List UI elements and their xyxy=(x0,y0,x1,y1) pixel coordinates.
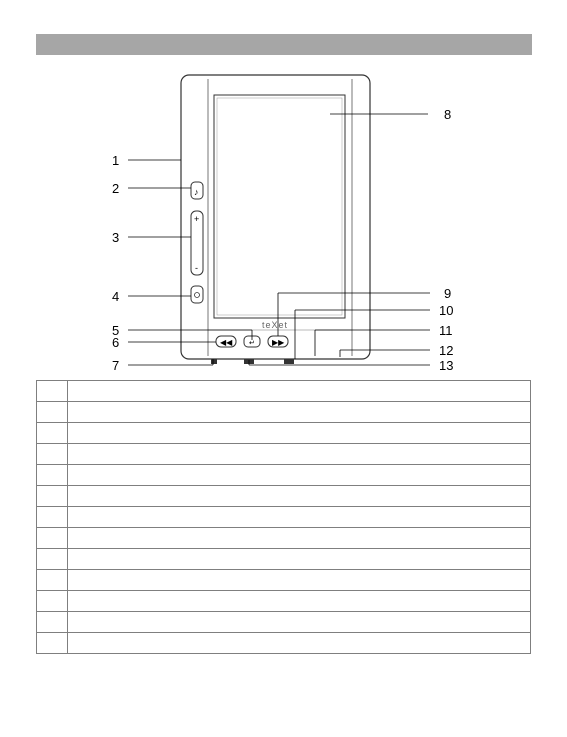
row-description-cell xyxy=(67,380,531,402)
table-row xyxy=(36,611,531,633)
table-row xyxy=(36,485,531,507)
row-description-cell xyxy=(67,443,531,465)
row-description-cell xyxy=(67,527,531,549)
port-7 xyxy=(211,359,217,364)
prev-glyph: ◀◀ xyxy=(220,338,233,347)
row-description-cell xyxy=(67,569,531,591)
callout-1: 1 xyxy=(112,153,119,168)
row-description-cell xyxy=(67,401,531,423)
row-number-cell xyxy=(36,401,68,423)
row-number-cell xyxy=(36,611,68,633)
music-button-glyph: ♪ xyxy=(194,187,199,197)
device-diagram: teXet ♪ + - ◀◀ ↵ ▶▶ 1 2 3 4 5 6 7 8 9 10… xyxy=(112,74,453,373)
callout-3: 3 xyxy=(112,230,119,245)
table-row xyxy=(36,380,531,402)
row-number-cell xyxy=(36,569,68,591)
row-number-cell xyxy=(36,464,68,486)
callout-12: 12 xyxy=(439,343,453,358)
row-description-cell xyxy=(67,632,531,654)
callout-2: 2 xyxy=(112,181,119,196)
table-row xyxy=(36,422,531,444)
table-row xyxy=(36,401,531,423)
row-number-cell xyxy=(36,443,68,465)
table-row xyxy=(36,506,531,528)
callout-9: 9 xyxy=(444,286,451,301)
table-row xyxy=(36,443,531,465)
volume-plus-glyph: + xyxy=(194,214,199,224)
row-description-cell xyxy=(67,611,531,633)
row-description-cell xyxy=(67,590,531,612)
callout-4: 4 xyxy=(112,289,119,304)
table-row xyxy=(36,527,531,549)
callout-10: 10 xyxy=(439,303,453,318)
parts-table xyxy=(36,380,531,654)
row-description-cell xyxy=(67,485,531,507)
row-description-cell xyxy=(67,422,531,444)
screen xyxy=(213,94,346,319)
next-glyph: ▶▶ xyxy=(272,338,285,347)
row-number-cell xyxy=(36,380,68,402)
row-description-cell xyxy=(67,548,531,570)
row-number-cell xyxy=(36,422,68,444)
callout-7: 7 xyxy=(112,358,119,373)
prev-button xyxy=(215,335,237,348)
row-description-cell xyxy=(67,506,531,528)
ok-glyph: ↵ xyxy=(249,340,255,347)
callout-8: 8 xyxy=(444,107,451,122)
music-button xyxy=(190,181,204,200)
row-number-cell xyxy=(36,548,68,570)
row-number-cell xyxy=(36,527,68,549)
volume-rocker xyxy=(190,210,204,276)
brand-logo: teXet xyxy=(262,320,288,330)
row-number-cell xyxy=(36,632,68,654)
table-row xyxy=(36,590,531,612)
callout-11: 11 xyxy=(439,323,453,338)
section-header-bar xyxy=(36,34,532,55)
power-glyph xyxy=(194,292,200,298)
power-button xyxy=(190,285,204,304)
volume-minus-glyph: - xyxy=(195,263,198,273)
row-number-cell xyxy=(36,506,68,528)
table-row xyxy=(36,548,531,570)
row-number-cell xyxy=(36,590,68,612)
table-row xyxy=(36,569,531,591)
table-row xyxy=(36,632,531,654)
row-description-cell xyxy=(67,464,531,486)
row-number-cell xyxy=(36,485,68,507)
callout-13: 13 xyxy=(439,358,453,373)
callout-6: 6 xyxy=(112,335,119,350)
screen-inner xyxy=(216,97,343,316)
callout-5: 5 xyxy=(112,323,119,338)
port-13b xyxy=(284,359,294,364)
table-row xyxy=(36,464,531,486)
